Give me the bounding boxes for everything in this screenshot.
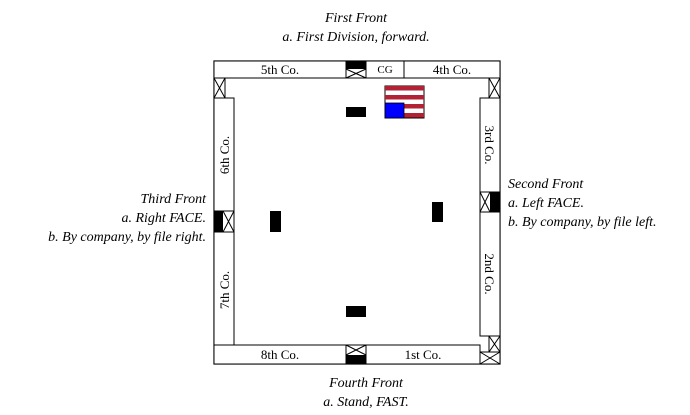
third-front-line2: b. By company, by file right. — [48, 230, 206, 245]
officer-marker-right — [432, 202, 443, 222]
third-front-label: Third Front a. Right FACE. b. By company… — [48, 192, 207, 245]
second-company-label: 2nd Co. — [482, 253, 497, 294]
third-front-line1: a. Right FACE. — [121, 211, 206, 226]
formation-square — [213, 60, 501, 365]
officer-marker-left — [270, 211, 281, 232]
top-left-x-marker — [213, 77, 226, 99]
first-front-title: First Front — [324, 11, 388, 26]
fourth-front-title: Fourth Front — [328, 376, 404, 391]
second-front-line2: b. By company, by file left. — [508, 215, 657, 230]
fifth-company-label: 5th Co. — [261, 62, 299, 77]
bottom-right-x-marker — [488, 335, 501, 353]
first-front-line1: a. First Division, forward. — [282, 30, 429, 45]
first-company-label: 1st Co. — [405, 347, 442, 362]
first-company-box — [365, 344, 481, 365]
third-front-title: Third Front — [141, 192, 208, 207]
top-corner-marker — [345, 60, 367, 79]
second-front-label: Second Front a. Left FACE. b. By company… — [508, 177, 657, 230]
left-marker — [213, 210, 235, 233]
fourth-company-label: 4th Co. — [433, 62, 471, 77]
top-right-x-marker — [488, 77, 501, 99]
second-front-line1: a. Left FACE. — [508, 196, 584, 211]
officer-marker-top — [346, 107, 366, 117]
bottom-marker — [345, 344, 367, 365]
sixth-company-label: 6th Co. — [217, 136, 232, 174]
flag — [384, 85, 425, 119]
eighth-company-label: 8th Co. — [261, 347, 299, 362]
second-front-title: Second Front — [508, 177, 584, 192]
third-company-label: 3rd Co. — [482, 126, 497, 165]
fourth-front-line1: a. Stand, FAST. — [323, 395, 408, 410]
right-marker — [479, 191, 501, 213]
first-front-label: First Front a. First Division, forward. — [282, 11, 429, 45]
color-guard-label: CG — [377, 64, 392, 76]
bottom-right-corner-marker — [479, 351, 501, 365]
fourth-front-label: Fourth Front a. Stand, FAST. — [323, 376, 408, 410]
fourth-company-box — [403, 60, 501, 79]
seventh-company-label: 7th Co. — [217, 271, 232, 309]
officer-marker-bottom — [346, 306, 366, 317]
